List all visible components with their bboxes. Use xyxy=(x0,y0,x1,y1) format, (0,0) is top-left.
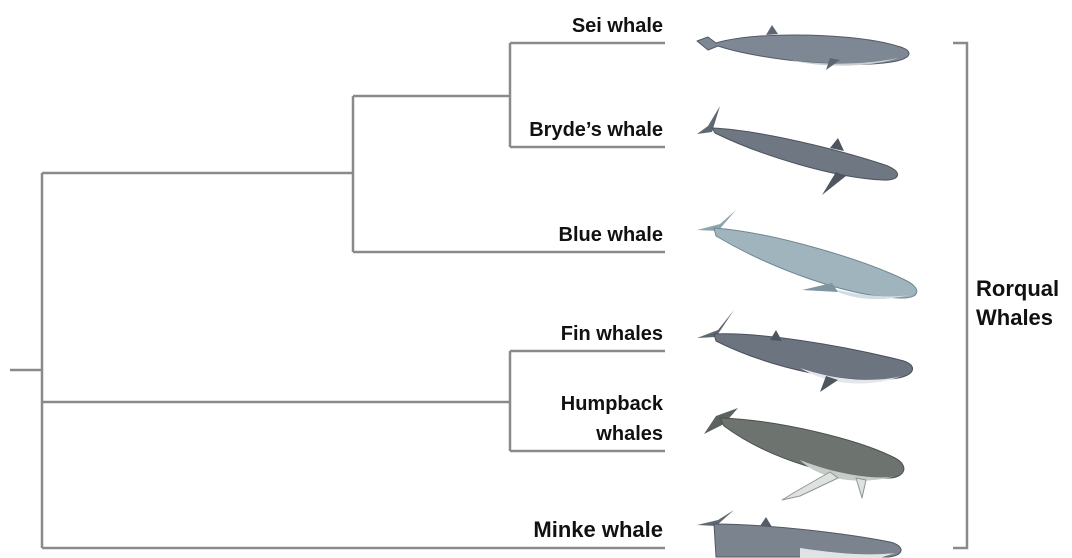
label-fin-whales: Fin whales xyxy=(561,323,663,345)
whale-illustrations xyxy=(697,25,917,558)
humpback-body xyxy=(720,418,904,478)
taxon-labels: Sei whale Bryde’s whale Blue whale Fin w… xyxy=(529,15,664,542)
sei-body xyxy=(697,35,909,64)
blue-whale-illustration xyxy=(697,210,917,299)
fin-dorsal-fin xyxy=(770,330,782,341)
fin-whale-illustration xyxy=(697,310,913,392)
humpback-flipper xyxy=(782,472,838,500)
label-brydes-whale: Bryde’s whale xyxy=(529,119,663,141)
label-minke-whale: Minke whale xyxy=(533,517,663,542)
rorqual-bracket xyxy=(953,43,967,548)
rorqual-label-line-2: Whales xyxy=(976,305,1053,330)
brydes-whale-illustration xyxy=(697,106,898,195)
brydes-flipper xyxy=(822,172,846,195)
blue-flipper xyxy=(802,283,838,292)
minke-whale-illustration xyxy=(697,510,901,558)
minke-dorsal-fin xyxy=(760,517,772,527)
rorqual-label-line-1: Rorqual xyxy=(976,276,1059,301)
brydes-body xyxy=(712,128,898,180)
humpback-whale-illustration xyxy=(704,408,904,500)
humpback-flipper-2 xyxy=(856,478,866,498)
label-blue-whale: Blue whale xyxy=(559,224,663,246)
sei-whale-illustration xyxy=(697,25,909,70)
label-sei-whale: Sei whale xyxy=(572,15,663,37)
label-humpback-line-1: Humpback xyxy=(561,393,664,415)
label-humpback-line-2: whales xyxy=(595,423,663,445)
sei-dorsal-fin xyxy=(766,25,778,35)
